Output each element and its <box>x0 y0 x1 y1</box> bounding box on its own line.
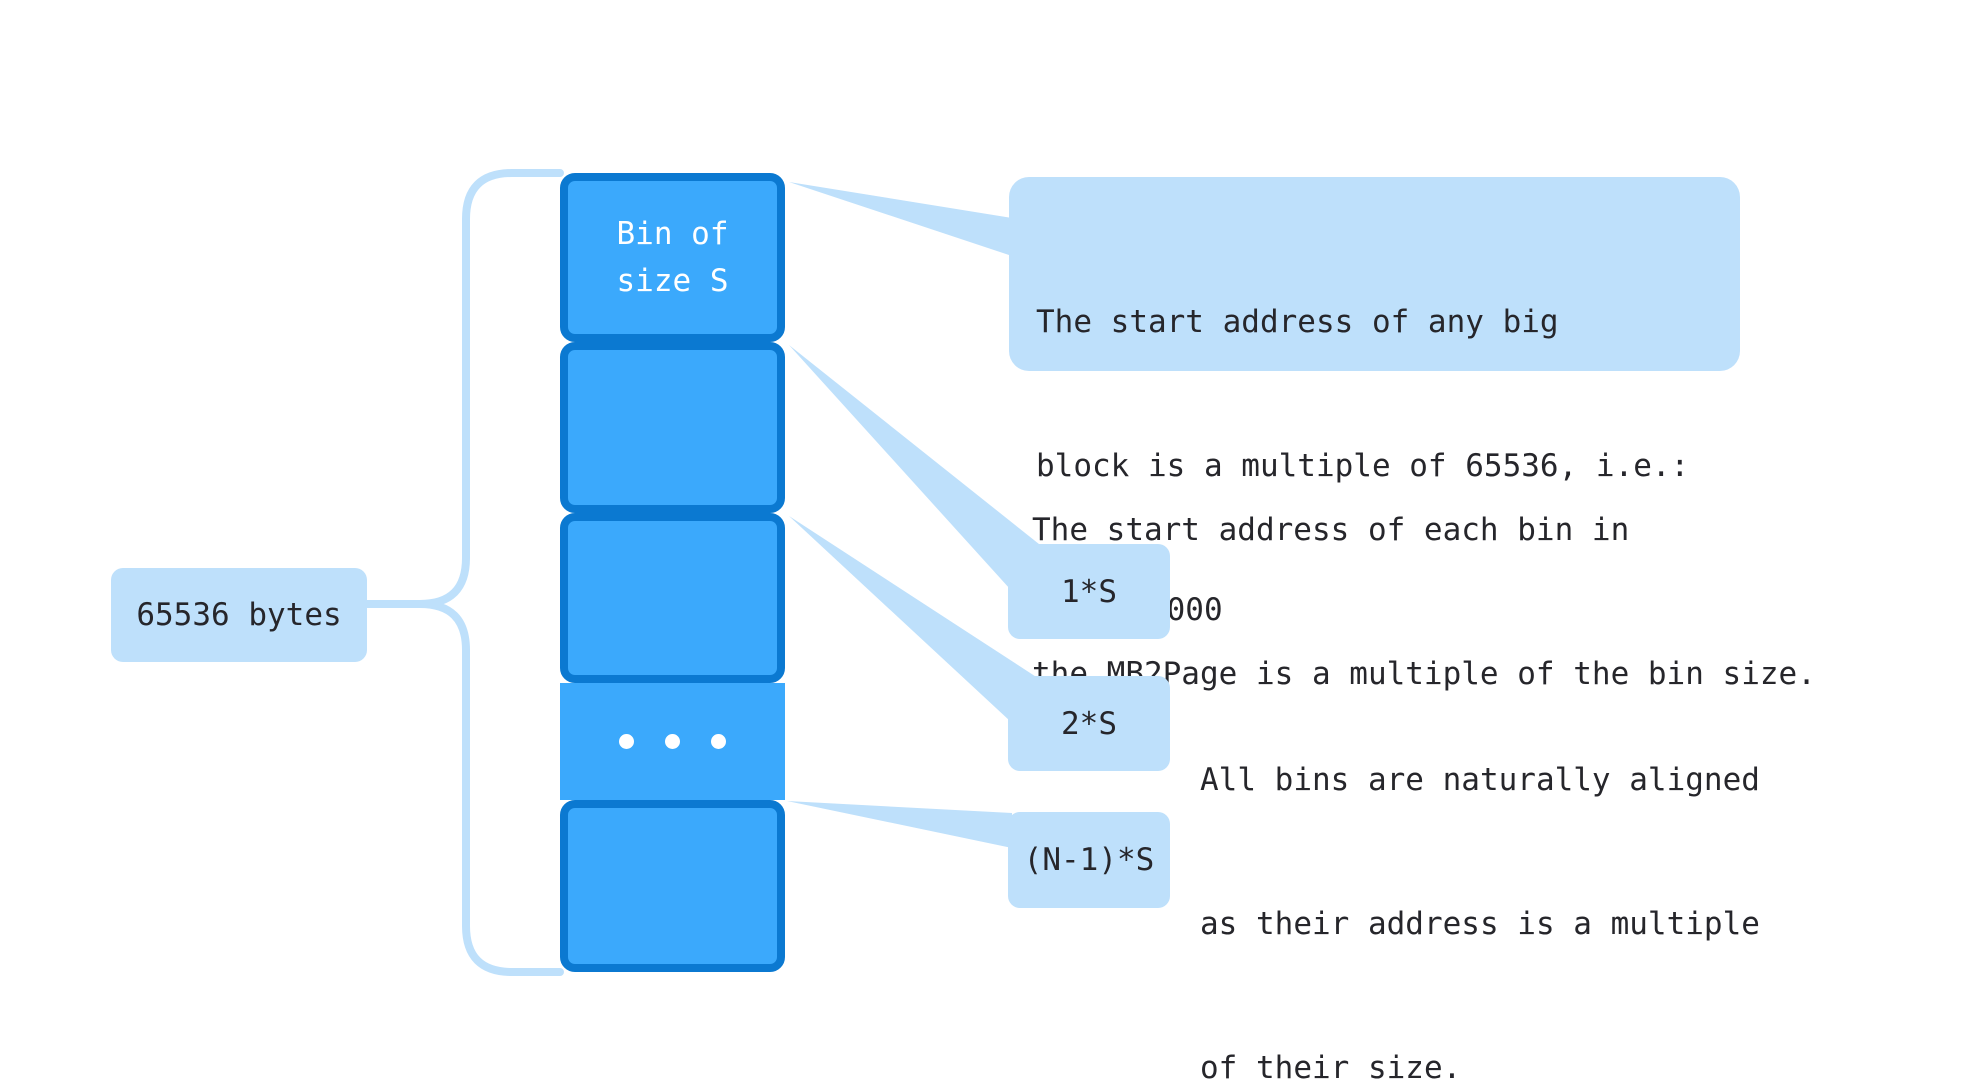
callout-beam-1s <box>789 345 1044 589</box>
note-alignment: All bins are naturally aligned as their … <box>1200 660 1760 1088</box>
ellipsis-dot <box>665 734 680 749</box>
note-alignment-line3: of their size. <box>1200 1050 1462 1086</box>
bin-top-label-line2: size S <box>616 262 729 299</box>
bin-top: Bin of size S <box>560 173 785 342</box>
ellipsis-dots <box>560 683 785 800</box>
callout-big-block: The start address of any big block is a … <box>1009 177 1740 628</box>
callout-beam-n1s <box>787 801 1012 848</box>
offset-label-2s-text: 2*S <box>1061 705 1117 742</box>
callout-big-block-line2: block is a multiple of 65536, i.e.: <box>1036 448 1690 484</box>
callout-beam-2s <box>789 516 1044 721</box>
bin-top-label: Bin of size S <box>568 181 777 334</box>
bin-3 <box>560 513 785 683</box>
note-bin-start-line2: the MB2Page is a multiple of the bin siz… <box>1032 656 1816 692</box>
size-brace <box>416 169 564 976</box>
note-bin-start-line1: The start address of each bin in <box>1032 512 1630 548</box>
note-alignment-line2: as their address is a multiple <box>1200 906 1760 942</box>
offset-label-n1s: (N-1)*S <box>1008 812 1170 908</box>
bin-bottom <box>560 800 785 972</box>
bin-top-label-line1: Bin of <box>616 215 729 252</box>
bin-ellipsis-section <box>560 683 785 800</box>
note-bin-start: The start address of each bin in the MB2… <box>1032 410 1816 794</box>
offset-label-2s: 2*S <box>1008 676 1170 771</box>
ellipsis-dot <box>619 734 634 749</box>
ellipsis-dot <box>711 734 726 749</box>
bin-2 <box>560 342 785 513</box>
offset-label-1s-text: 1*S <box>1061 573 1117 610</box>
offset-label-n1s-text: (N-1)*S <box>1023 842 1155 878</box>
callout-big-block-line1: The start address of any big <box>1036 304 1559 340</box>
offset-label-1s: 1*S <box>1008 544 1170 639</box>
size-label-text: 65536 bytes <box>136 597 342 633</box>
note-alignment-line1: All bins are naturally aligned <box>1200 762 1760 798</box>
callout-beam-big-block <box>789 182 1012 256</box>
size-label: 65536 bytes <box>111 568 367 662</box>
